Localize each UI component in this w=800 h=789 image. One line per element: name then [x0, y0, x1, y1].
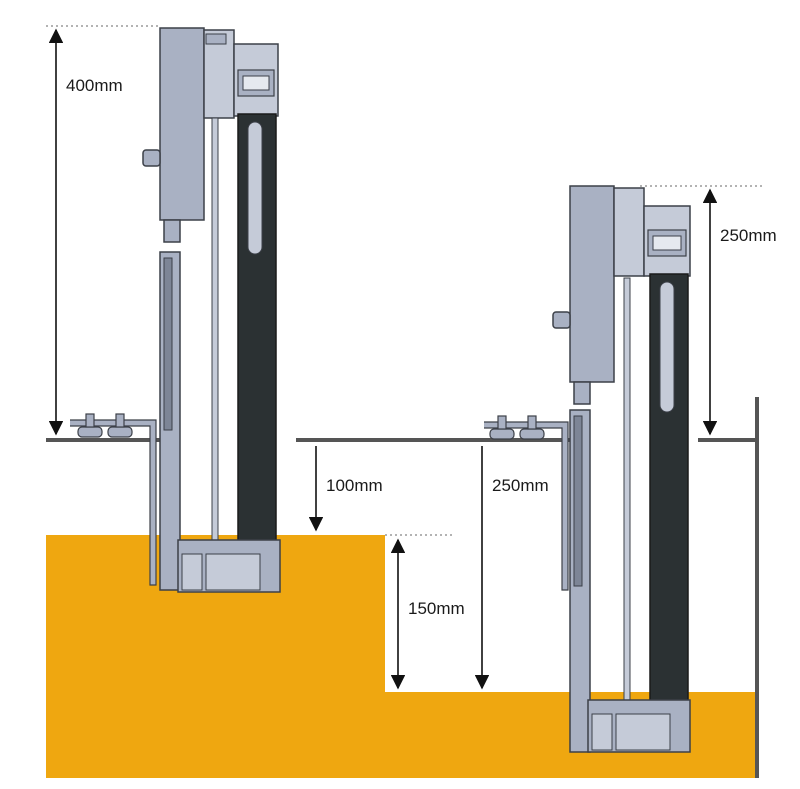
right-drive-slot — [652, 235, 682, 251]
label-100mm: 100mm — [326, 476, 383, 495]
right-bracket — [484, 421, 569, 591]
right-lift-unit — [484, 185, 691, 753]
left-base-inner-2 — [205, 553, 261, 591]
right-piston-rod — [659, 281, 675, 413]
left-neck — [163, 219, 181, 243]
right-knob — [552, 311, 571, 329]
right-neck — [573, 381, 591, 405]
left-knob — [142, 149, 161, 167]
floor-lines — [46, 397, 759, 778]
left-motor-housing — [159, 27, 205, 221]
label-250mm-top: 250mm — [720, 226, 777, 245]
right-motor-housing — [569, 185, 615, 383]
right-housing-panel — [613, 187, 645, 277]
left-rail-slot — [163, 257, 173, 431]
label-400mm: 400mm — [66, 76, 123, 95]
left-lift-unit — [70, 27, 281, 593]
right-rail-slot — [573, 415, 583, 587]
left-base-inner — [181, 553, 203, 591]
guide-lines — [46, 25, 765, 536]
left-bracket — [70, 419, 157, 586]
right-guide-rod — [623, 277, 631, 703]
label-150mm: 150mm — [408, 599, 465, 618]
right-base-inner-2 — [615, 713, 671, 751]
left-drive-slot — [242, 75, 270, 91]
left-guide-rod — [211, 117, 219, 543]
right-base-inner — [591, 713, 613, 751]
left-housing-cap — [205, 33, 227, 45]
right-roller-wheels — [489, 415, 545, 440]
left-piston-rod — [247, 121, 263, 255]
dimension-arrows — [48, 28, 718, 690]
label-250mm-floor: 250mm — [492, 476, 549, 495]
left-roller-wheels — [77, 413, 133, 438]
